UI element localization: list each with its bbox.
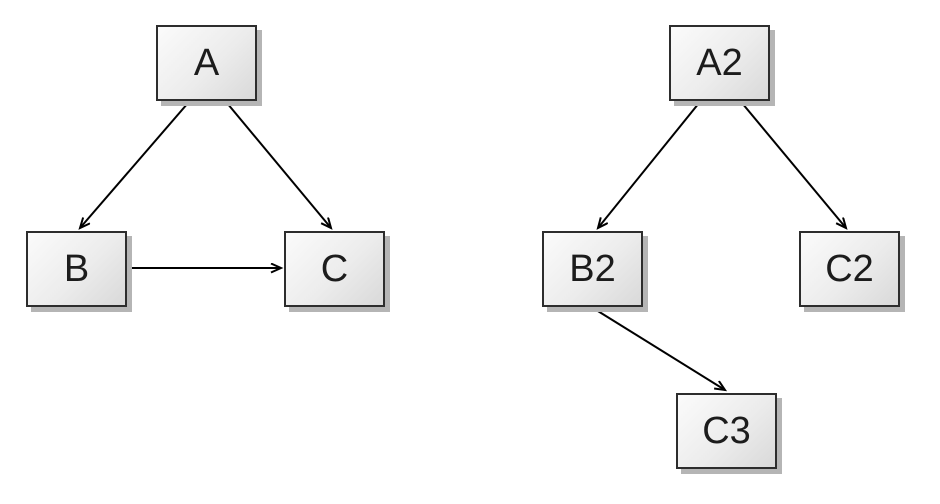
edge-B2-to-C3	[592, 307, 725, 390]
edge-A2-to-C2	[741, 102, 846, 228]
node-C2-label: C2	[825, 248, 874, 290]
node-B-label: B	[63, 248, 90, 290]
node-C3-label: C3	[702, 410, 751, 452]
node-A2: A2	[669, 25, 770, 101]
edge-A-to-B	[80, 102, 189, 228]
edge-A-to-C	[226, 102, 331, 228]
node-B: B	[26, 231, 127, 307]
edge-A2-to-B2	[598, 102, 700, 228]
node-A-label: A	[193, 42, 220, 84]
node-B2: B2	[542, 231, 643, 307]
node-B2-label: B2	[569, 248, 616, 290]
node-C3: C3	[676, 393, 777, 469]
node-C: C	[284, 231, 385, 307]
node-C2: C2	[799, 231, 900, 307]
node-A2-label: A2	[696, 42, 743, 84]
node-C-label: C	[320, 248, 349, 290]
node-A: A	[156, 25, 257, 101]
